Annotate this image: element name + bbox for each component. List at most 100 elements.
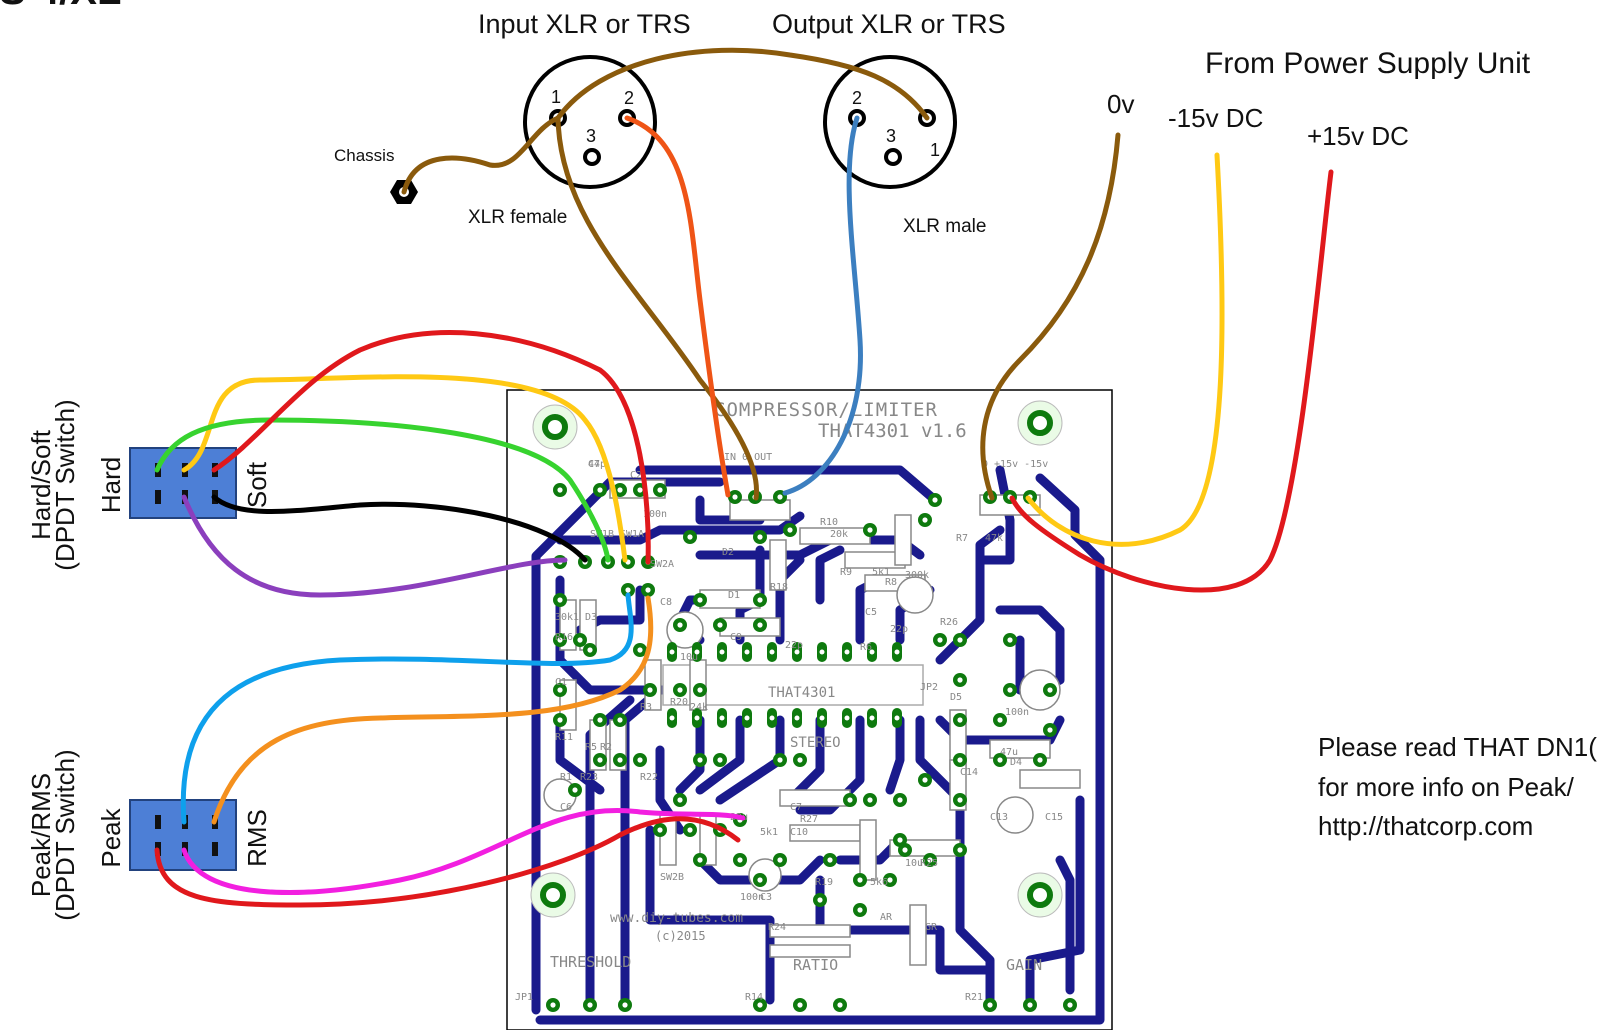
peak-rms-title-line2: (DPDT Switch) xyxy=(50,749,80,920)
wire-hardsoft-green xyxy=(154,417,611,563)
hard-soft-switch-body xyxy=(129,447,237,519)
part-label: 22p xyxy=(890,624,908,635)
part-label: R23 xyxy=(580,772,598,783)
component-outline xyxy=(894,514,912,566)
pcb-website: www.diy-tubes.com xyxy=(610,911,743,926)
part-label: 20k xyxy=(830,529,848,540)
part-label: R24 xyxy=(768,922,786,933)
part-label: R14 xyxy=(745,992,763,1003)
part-label: R20 xyxy=(670,697,688,708)
wire-power-0v-brown xyxy=(980,132,1121,501)
wire-output-blue xyxy=(782,115,863,496)
part-label: D5 xyxy=(950,692,962,703)
part-label: C10 xyxy=(790,827,808,838)
xlr-input-pin-2: 2 xyxy=(624,88,634,108)
part-label: 5k1 xyxy=(760,827,778,838)
part-label: C13 xyxy=(990,812,1008,823)
xlr-input-pin-1: 1 xyxy=(551,87,561,107)
output-connector-title: Output XLR or TRS xyxy=(772,9,1006,39)
part-label: R16 xyxy=(555,632,573,643)
part-label: R8 xyxy=(885,577,897,588)
wire-input-hot-orange xyxy=(624,115,731,498)
part-label: C4 xyxy=(588,459,600,470)
hard-soft-switch xyxy=(129,447,237,519)
part-label: 100n xyxy=(1005,707,1029,718)
pcb-components xyxy=(543,479,1081,966)
page-title-fragment: JUS 4/XL xyxy=(0,0,121,13)
part-label: SW2A xyxy=(650,559,674,570)
part-label: R1 xyxy=(560,772,572,783)
input-connector-title: Input XLR or TRS xyxy=(478,9,691,39)
hard-label: Hard xyxy=(96,457,126,513)
pcb-stereo-label: STEREO xyxy=(790,735,841,751)
hard-soft-title-line2: (DPDT Switch) xyxy=(50,399,80,570)
part-label: 100n xyxy=(643,509,667,520)
part-label: 10u xyxy=(905,858,923,869)
part-label: 22p xyxy=(785,640,803,651)
component-outline xyxy=(1019,769,1081,789)
part-label: D3 xyxy=(585,612,597,623)
wire-peakrms-orange xyxy=(211,595,654,825)
part-label: 30k1 xyxy=(555,612,579,623)
part-label: 47p xyxy=(588,459,606,470)
part-label: 300k xyxy=(905,570,929,581)
power-pos15-label: +15v DC xyxy=(1307,121,1409,151)
part-label: AR xyxy=(880,912,893,923)
part-label: SW2B xyxy=(660,872,684,883)
capacitor-outline xyxy=(996,796,1034,834)
pcb-board: THAT4301 COMPRESSOR/LIMITER THAT4301 v1.… xyxy=(506,389,1113,1030)
part-label: C5 xyxy=(865,607,877,618)
part-label: R6 xyxy=(860,642,872,653)
part-label: R2 xyxy=(600,742,612,753)
xlr-input-pin-3: 3 xyxy=(586,126,596,146)
component-outline xyxy=(769,944,851,958)
part-label: R22 xyxy=(640,772,658,783)
soft-label: Soft xyxy=(242,461,272,508)
part-label: R11 xyxy=(555,732,573,743)
xlr-output-pin-1: 1 xyxy=(930,140,940,160)
part-label: D1 xyxy=(728,590,740,601)
pcb-copyright: (c)2015 xyxy=(655,929,706,943)
xlr-output-shell xyxy=(823,55,957,189)
peak-rms-title-line1: Peak/RMS xyxy=(26,773,56,897)
chassis-label: Chassis xyxy=(334,146,394,165)
part-label: 10u xyxy=(680,652,698,663)
pcb-subtitle: THAT4301 v1.6 xyxy=(818,420,967,442)
part-label: D2 xyxy=(722,547,734,558)
part-label: 5k1 xyxy=(872,567,890,578)
part-label: C3 xyxy=(760,892,772,903)
component-outline xyxy=(909,904,927,966)
part-label: JP1 xyxy=(515,992,533,1003)
wire-peakrms-cyan xyxy=(180,592,634,825)
pcb-gain-label: GAIN xyxy=(1006,956,1042,974)
capacitor-outline xyxy=(896,576,934,614)
part-label: C15 xyxy=(1045,812,1063,823)
power-0v-label: 0v xyxy=(1107,89,1134,119)
hard-soft-title-line1: Hard/Soft xyxy=(26,429,56,540)
mounting-holes xyxy=(530,400,1063,918)
xlr-output-connector: 2 3 1 xyxy=(823,55,957,189)
part-label: R27 xyxy=(800,814,818,825)
peak-label: Peak xyxy=(96,807,126,867)
wire-peakrms-red xyxy=(154,816,741,908)
part-label: JP2 xyxy=(920,682,938,693)
part-label: R7 xyxy=(956,533,968,544)
part-label: R21 xyxy=(965,992,983,1003)
wire-power-pos15-red xyxy=(1009,169,1334,593)
wire-hardsoft-black xyxy=(211,494,588,563)
part-label: 5k6 xyxy=(870,877,888,888)
wire-hardsoft-yellow xyxy=(181,374,628,563)
input-connector-type: XLR female xyxy=(468,207,567,228)
pcb-threshold-label: THRESHOLD xyxy=(550,953,631,971)
wire-hardsoft-purple xyxy=(181,494,568,598)
wire-peakrms-magenta xyxy=(181,808,746,895)
part-label: C1 xyxy=(555,677,567,688)
wire-hardsoft-red xyxy=(211,330,651,565)
pcb-title: COMPRESSOR/LIMITER xyxy=(714,399,938,421)
component-outline xyxy=(859,819,877,881)
part-label: D4 xyxy=(1010,757,1022,768)
xlr-output-pin-2: 2 xyxy=(852,88,862,108)
part-label: R5 xyxy=(585,742,597,753)
power-title: From Power Supply Unit xyxy=(1205,47,1531,80)
